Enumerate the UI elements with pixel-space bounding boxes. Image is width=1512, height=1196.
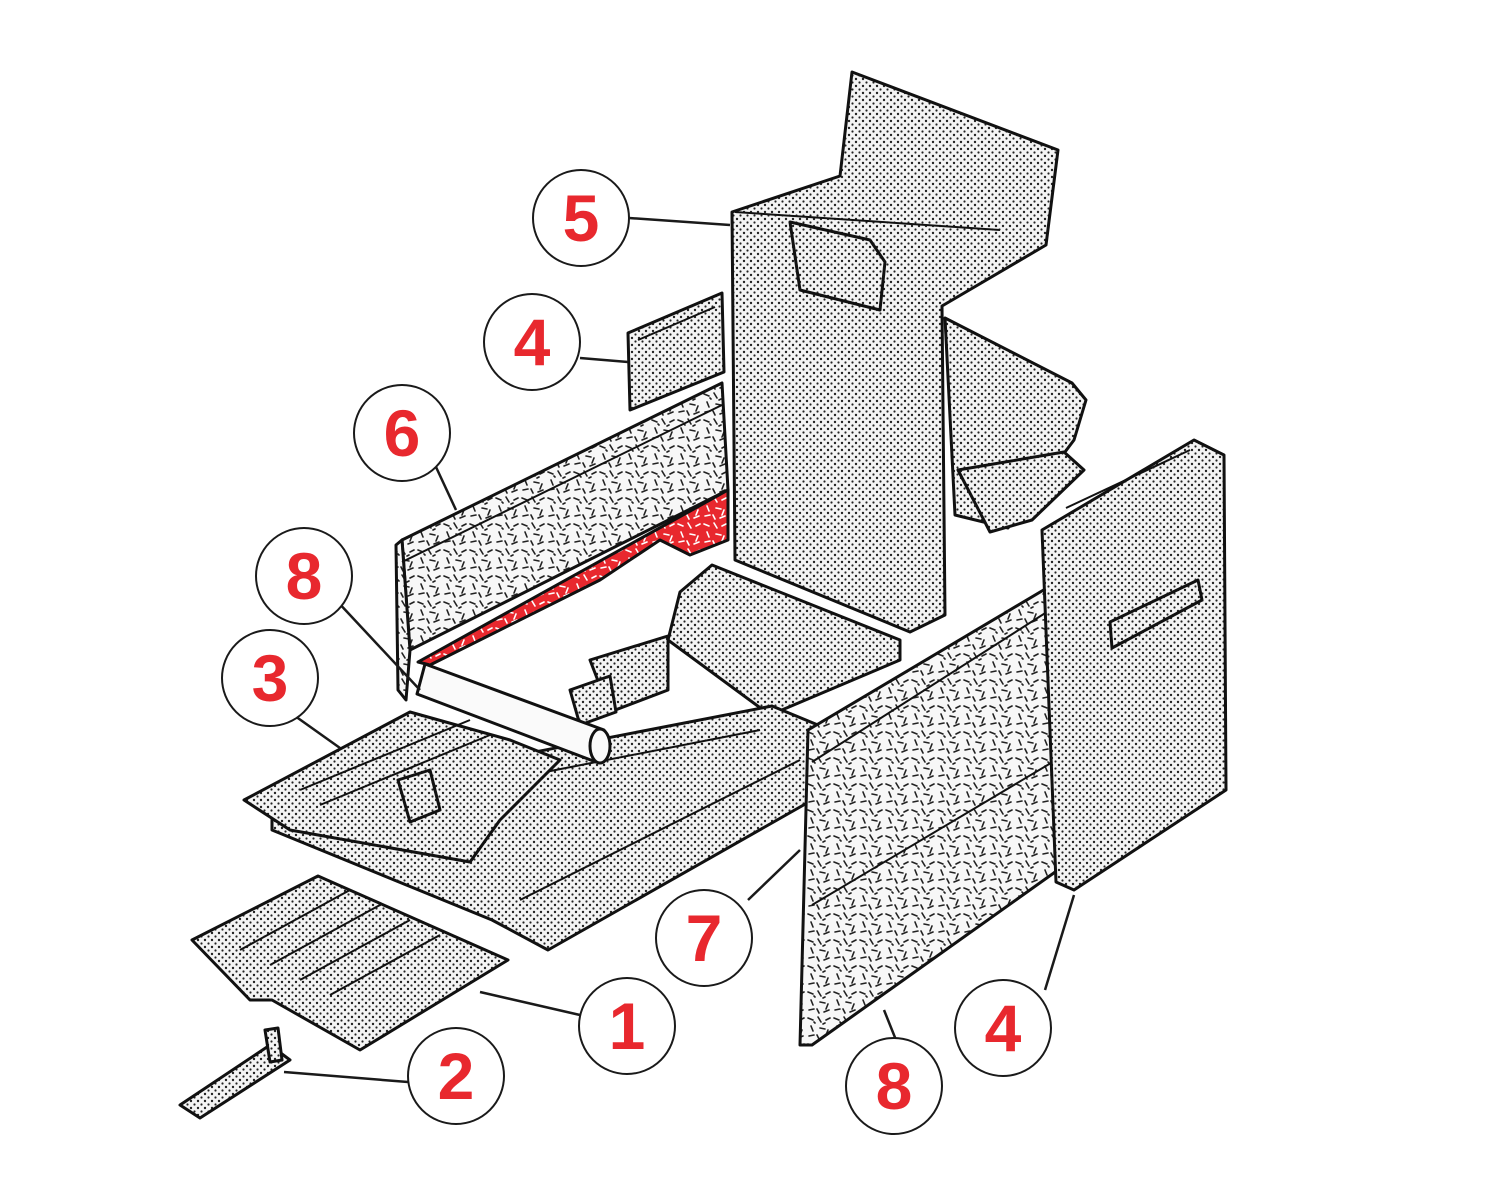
callout-6-label: 6 [384, 396, 421, 470]
callout-3: 3 [221, 629, 319, 727]
grate-frame-3 [242, 674, 618, 864]
callout-2-label: 2 [438, 1039, 475, 1113]
callout-2: 2 [407, 1027, 505, 1125]
ash-pan-1 [190, 874, 510, 1052]
callout-5: 5 [532, 169, 630, 267]
callout-5-label: 5 [563, 181, 600, 255]
side-refractory-panel-7 [798, 583, 1060, 1047]
callout-7: 7 [655, 889, 753, 987]
callout-1-label: 1 [609, 989, 646, 1063]
air-tube-8 [415, 662, 612, 765]
callout-4-side: 4 [954, 979, 1052, 1077]
leader-lines [283, 216, 1076, 1084]
callout-6: 6 [353, 384, 451, 482]
callout-7-label: 7 [686, 901, 723, 975]
right-side-panel-4 [1040, 438, 1228, 892]
rear-side-panel-4 [626, 291, 726, 412]
angled-back-panels [943, 316, 1088, 534]
callout-8-panel-label: 8 [876, 1049, 913, 1123]
callout-8-tube: 8 [255, 527, 353, 625]
callout-8-panel: 8 [845, 1037, 943, 1135]
callout-3-label: 3 [252, 641, 289, 715]
callout-8-tube-label: 8 [286, 539, 323, 613]
callout-4-rear-label: 4 [514, 305, 551, 379]
callout-4-rear: 4 [483, 293, 581, 391]
firebox-base-body [270, 563, 902, 952]
callout-4-side-label: 4 [985, 991, 1022, 1065]
back-baffle-panel-5 [730, 70, 1060, 634]
callouts: 5 4 6 8 3 7 1 2 [221, 169, 1052, 1135]
callout-1: 1 [578, 977, 676, 1075]
ash-pan-handle-2 [178, 1026, 292, 1120]
highlighted-baffle-strip [416, 488, 730, 667]
